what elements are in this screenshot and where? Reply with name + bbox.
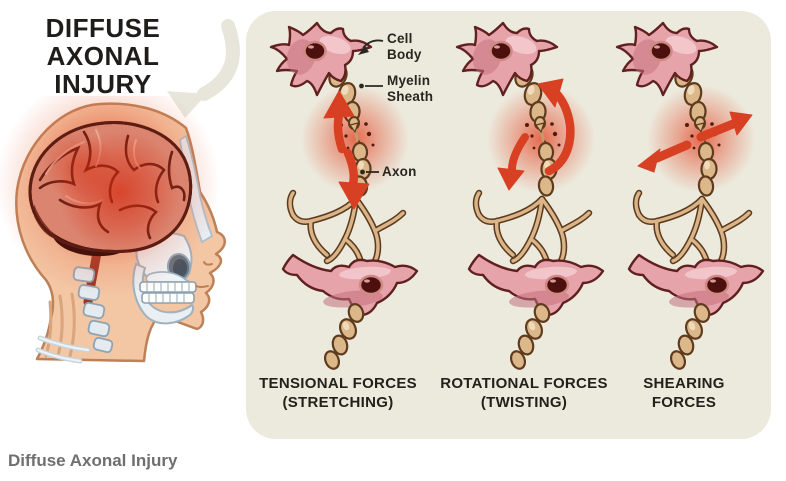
title-line-2: AXONAL [46,41,160,71]
caption-line: (TWISTING) [480,394,568,411]
image-caption: Diffuse Axonal Injury [8,451,178,470]
title-line-1: DIFFUSE [45,13,161,43]
label-axon: Axon [382,164,417,179]
arrow-up-icon [323,90,355,154]
arrow-up-right-icon [696,111,753,142]
curved-arrow-up-icon [537,78,575,176]
caption-line: TENSIONAL FORCES [259,375,417,392]
teeth [139,281,197,304]
caption-shearing-forces: SHEARING FORCES [589,374,779,412]
clavicle-bones [35,335,91,364]
label-cell-body: Cell Body [387,31,422,62]
caption-rotational-forces: ROTATIONAL FORCES (TWISTING) [429,374,619,412]
caption-line: SHEARING [643,375,725,392]
arrow-down-left-icon [637,140,692,173]
brain-illustration [28,121,193,257]
caption-tensional-forces: TENSIONAL FORCES (STRETCHING) [243,374,433,412]
neuron-rotational [457,23,603,371]
page-title: DIFFUSE AXONAL INJURY [18,14,188,98]
face-details [195,261,213,288]
caption-line: ROTATIONAL FORCES [440,375,608,392]
caption-line: (STRETCHING) [282,394,394,411]
title-line-3: INJURY [54,69,152,99]
forces-panel: Cell Body Myelin Sheath Axon TENSIONAL F… [246,11,771,439]
leader-lines [358,39,384,175]
head-brain-illustration [0,96,226,364]
curved-arrow-down-icon [497,133,529,191]
label-myelin-sheath: Myelin Sheath [387,73,434,104]
neurons-artwork [246,11,771,439]
arrow-down-icon [338,148,370,210]
neuron-shearing [617,23,763,371]
neuron-tensional [271,23,417,371]
caption-line: FORCES [651,394,717,411]
